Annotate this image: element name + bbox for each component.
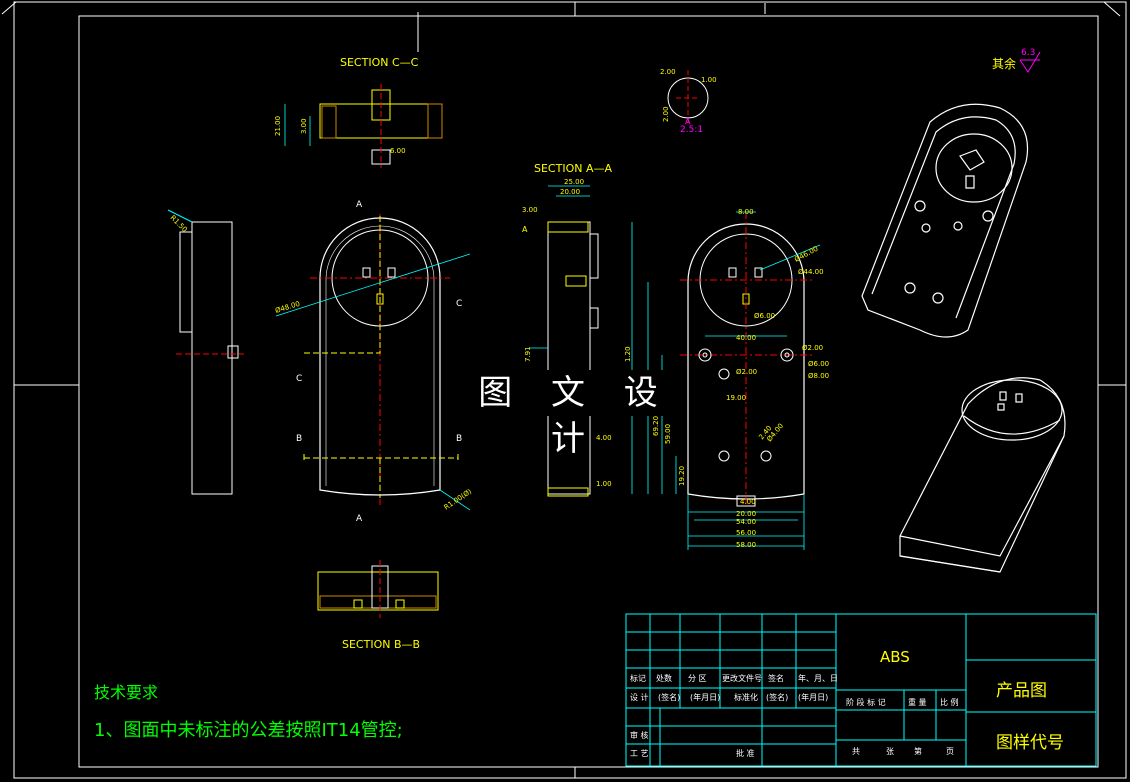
dim-r-590: 59.00 xyxy=(664,424,672,444)
dim-aa-791: 7.91 xyxy=(524,346,532,362)
dim-r-56: 56.00 xyxy=(736,529,756,537)
tb-r1-0: 标记 xyxy=(630,673,646,683)
tb-r1-4: 签名 xyxy=(768,673,784,683)
detail-d3: 2.00 xyxy=(662,106,670,122)
dim-r-44: Ø44.00 xyxy=(798,268,824,276)
dim-cc-6: 6.00 xyxy=(390,147,406,155)
tb-weight: 重 量 xyxy=(908,697,927,707)
dim-r-40: 40.00 xyxy=(736,334,756,342)
dim-r-e2: Ø2.00 xyxy=(802,344,823,352)
dim-r-1920: 19.20 xyxy=(678,466,686,486)
tb-r1-1: 处数 xyxy=(656,673,672,683)
drawing-code-label: 图样代号 xyxy=(996,733,1064,753)
tb-sheet-unit: 张 xyxy=(886,747,894,756)
tb-r2-5: (年月日) xyxy=(798,692,828,702)
dim-r-692: 69.20 xyxy=(652,416,660,436)
dim-r-6: Ø6.00 xyxy=(754,312,775,320)
isometric-view-bottom xyxy=(899,377,1066,573)
dim-front-r1: R1.00(Ø) xyxy=(443,487,474,511)
section-cc-view: SECTION C—C 21.00 3.00 6.00 xyxy=(274,56,443,168)
dim-r-86: Ø6.00 xyxy=(808,360,829,368)
tb-r2-0: 设 计 xyxy=(630,692,649,702)
tech-req-line1: 1、图面中未标注的公差按照IT14管控; xyxy=(94,720,403,741)
tb-stage: 阶 段 标 记 xyxy=(846,697,886,707)
dim-r-120: 1.20 xyxy=(624,346,632,362)
tb-sheet-no: 第 xyxy=(914,746,922,756)
dim-r-46: Ø46.00 xyxy=(793,245,819,264)
tb-r2-2: (年月日) xyxy=(690,692,720,702)
dim-r-58: 58.00 xyxy=(736,541,756,549)
material-label: ABS xyxy=(880,648,910,666)
tb-sheet-total: 共 xyxy=(852,747,860,756)
detail-d2: 1.00 xyxy=(701,76,717,84)
tb-r2-4: (签名) xyxy=(766,692,788,702)
marker-a-top: A xyxy=(356,200,363,210)
section-aa-view: SECTION A—A 25.00 20.00 3.00 A 7.91 4.00… xyxy=(522,162,612,497)
dim-r-2: Ø2.00 xyxy=(736,368,757,376)
tb-r1-2: 分 区 xyxy=(688,674,707,683)
dim-r-4: 4.00 xyxy=(740,498,756,506)
detail-a-view: 2.00 1.00 2.00 A 2.5:1 xyxy=(660,68,717,135)
technical-requirements: 技术要求 1、图面中未标注的公差按照IT14管控; xyxy=(94,683,403,741)
roughness-value: 6.3 xyxy=(1021,48,1035,58)
dim-r-19: 19.00 xyxy=(726,394,746,402)
dim-r-8b: Ø8.00 xyxy=(808,372,829,380)
product-label: 产品图 xyxy=(996,681,1047,701)
roughness-prefix: 其余 xyxy=(992,56,1016,71)
side-view xyxy=(167,209,244,495)
roughness-symbol: 其余 6.3 xyxy=(992,48,1041,73)
dim-aa-20: 20.00 xyxy=(560,188,580,196)
right-dimension-view: 8.00 Ø46.00 Ø44.00 Ø6.00 40.00 Ø2.00 19.… xyxy=(624,208,829,550)
dim-r-20: 20.00 xyxy=(736,510,756,518)
dim-cc-3: 3.00 xyxy=(300,118,308,134)
dim-aa-1: 1.00 xyxy=(596,480,612,488)
dim-aa-25: 25.00 xyxy=(564,178,584,186)
tb-r4-1: 批 准 xyxy=(736,748,755,758)
detail-d1: 2.00 xyxy=(660,68,676,76)
section-bb-view: SECTION B—B xyxy=(317,560,439,651)
marker-b-right: B xyxy=(456,434,462,444)
tb-sheet-page: 页 xyxy=(946,747,954,756)
marker-c-left: C xyxy=(296,374,302,384)
marker-b-left: B xyxy=(296,434,302,444)
front-view: Ø48.00 R1.00(Ø) A A C C B B xyxy=(274,200,473,524)
tb-r2-1: (签名) xyxy=(658,692,680,702)
marker-aa-a: A xyxy=(522,225,528,234)
marker-a-bottom: A xyxy=(356,514,363,524)
tb-r2-3: 标准化 xyxy=(734,692,758,702)
tb-r4-0: 工 艺 xyxy=(630,749,649,758)
marker-c-right: C xyxy=(456,299,462,309)
corner-marks xyxy=(1,1,1121,52)
drawing-frame xyxy=(13,1,1127,779)
tech-req-title: 技术要求 xyxy=(94,683,158,702)
section-aa-label: SECTION A—A xyxy=(534,162,612,175)
title-block: ABS 产品图 图样代号 标记 处数 分 区 更改文件号 签名 年、月、日 设 … xyxy=(625,613,1097,767)
dim-aa-4: 4.00 xyxy=(596,434,612,442)
tb-r1-3: 更改文件号 xyxy=(722,673,762,683)
section-cc-label: SECTION C—C xyxy=(340,56,419,69)
detail-label: A xyxy=(685,117,691,126)
watermark-text: 图 文 设 计 xyxy=(470,370,680,459)
tb-r1-5: 年、月、日 xyxy=(798,673,838,683)
detail-scale: 2.5:1 xyxy=(680,125,703,135)
dim-side-r: R1.50 xyxy=(169,214,189,234)
isometric-view-top xyxy=(861,103,1029,338)
tb-r3-0: 审 核 xyxy=(630,730,649,740)
dim-aa-3: 3.00 xyxy=(522,206,538,214)
dim-r-8: 8.00 xyxy=(738,208,754,216)
dim-r-54: 54.00 xyxy=(736,518,756,526)
section-bb-label: SECTION B—B xyxy=(342,638,420,651)
tb-scale: 比 例 xyxy=(940,697,959,707)
dim-cc-21: 21.00 xyxy=(274,116,282,136)
